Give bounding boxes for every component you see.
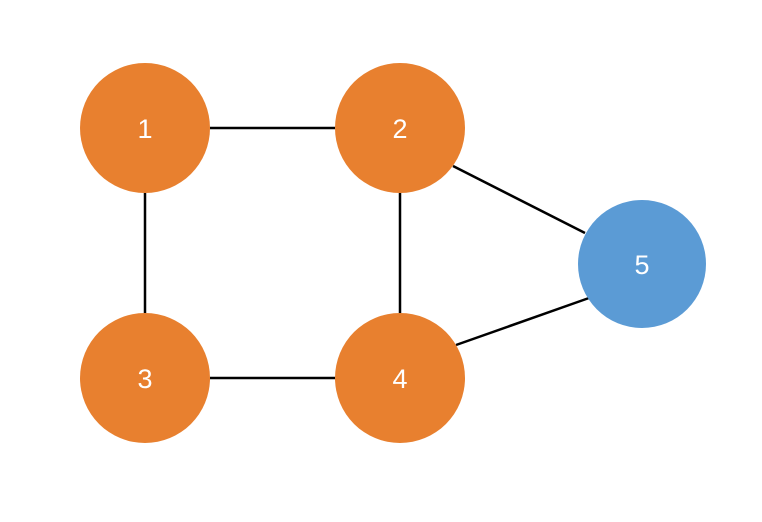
node-circle-3[interactable] bbox=[80, 313, 210, 443]
node-label-4: 4 bbox=[392, 364, 407, 394]
graph-node-4[interactable]: 4 bbox=[335, 313, 465, 443]
node-circle-5[interactable] bbox=[578, 200, 706, 328]
graph-edge-2-5[interactable] bbox=[452, 164, 586, 235]
node-circle-1[interactable] bbox=[80, 63, 210, 193]
node-circle-4[interactable] bbox=[335, 313, 465, 443]
edge-layer bbox=[143, 126, 590, 380]
graph-node-5[interactable]: 5 bbox=[578, 200, 706, 328]
graph-edge-4-5[interactable] bbox=[455, 296, 590, 347]
node-layer: 1 2 3 4 5 bbox=[80, 63, 706, 443]
graph-node-2[interactable]: 2 bbox=[335, 63, 465, 193]
node-label-2: 2 bbox=[392, 114, 407, 144]
graph-node-3[interactable]: 3 bbox=[80, 313, 210, 443]
graph-node-1[interactable]: 1 bbox=[80, 63, 210, 193]
node-label-1: 1 bbox=[137, 114, 152, 144]
node-circle-2[interactable] bbox=[335, 63, 465, 193]
node-label-3: 3 bbox=[137, 364, 152, 394]
node-label-5: 5 bbox=[634, 250, 649, 280]
